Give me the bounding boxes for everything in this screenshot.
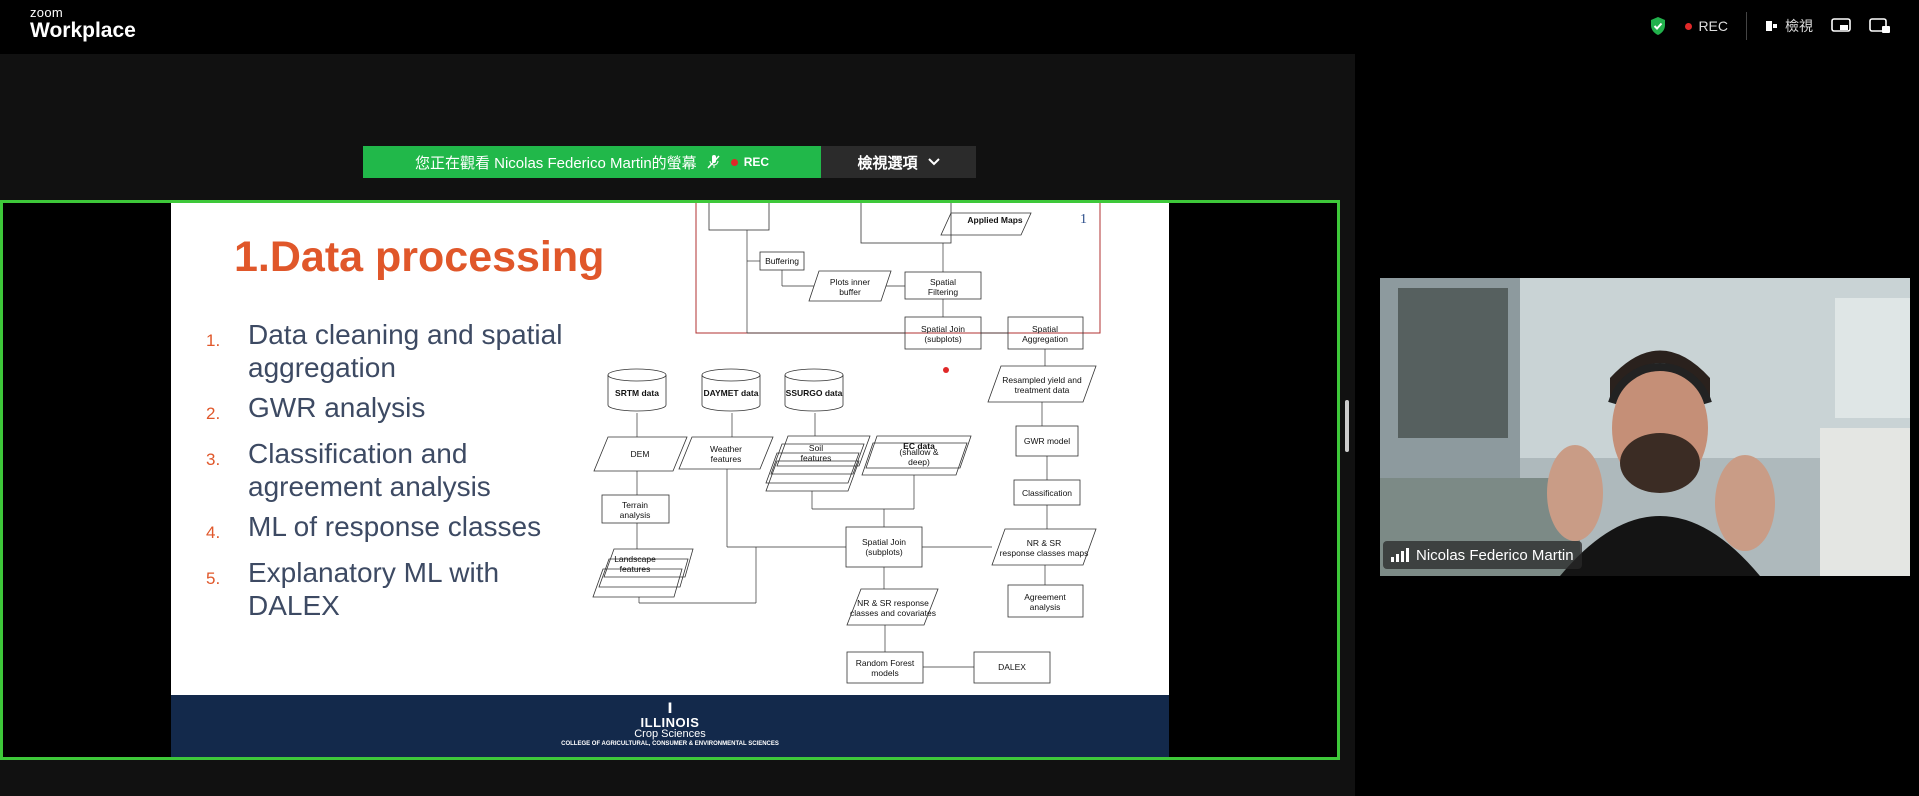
item-text: Classification and agreement analysis	[248, 438, 491, 502]
node-ec-data: EC data	[903, 441, 935, 451]
block-i-icon: Ⅰ	[667, 700, 673, 716]
list-item: 5. Explanatory ML with DALEX	[206, 556, 578, 622]
node-ec-sub: (shallow &deep)	[899, 447, 939, 467]
footer-org: ILLINOIS	[640, 714, 700, 730]
top-controls: REC 檢視	[1649, 12, 1891, 40]
list-item: 2. GWR analysis	[206, 391, 578, 430]
view-options-button[interactable]: 檢視選項	[821, 146, 976, 178]
node-ssurgo: SSURGO data	[786, 388, 843, 398]
item-text: Explanatory ML with DALEX	[248, 557, 500, 621]
banner-rec-label: REC	[743, 155, 770, 169]
screen-share-banner: 您正在觀看 Nicolas Federico Martin的螢幕 REC 檢視選…	[363, 146, 976, 178]
node-applied-maps: Applied Maps	[967, 215, 1023, 225]
rec-dot-icon	[730, 158, 738, 166]
viewing-banner: 您正在觀看 Nicolas Federico Martin的螢幕 REC	[363, 146, 821, 178]
view-icon	[1766, 21, 1777, 31]
participant-video-image	[1380, 278, 1910, 576]
laser-pointer-dot	[943, 367, 949, 373]
logo-top-text: zoom	[30, 5, 63, 20]
muted-mic-icon	[707, 155, 720, 169]
flowchart-diagram: Applied Maps Buffering Plots innerbuffer…	[592, 203, 1101, 684]
participant-video-tile[interactable]: Nicolas Federico Martin	[1380, 278, 1910, 576]
node-spatial-join-top: Spatial Join(subplots)	[921, 324, 965, 344]
signal-strength-icon	[1391, 548, 1409, 562]
banner-rec-indicator: REC	[730, 155, 770, 169]
slide-footer: Ⅰ ILLINOIS Crop Sciences COLLEGE OF AGRI…	[171, 695, 1169, 757]
view-options-label: 檢視選項	[857, 154, 918, 172]
view-button[interactable]: 檢視	[1765, 16, 1813, 36]
node-spatial-join: Spatial Join(subplots)	[862, 537, 906, 557]
item-text: Data cleaning and spatial aggregation	[248, 319, 563, 383]
footer-dept: Crop Sciences	[634, 728, 706, 741]
logo-bottom-text: Workplace	[30, 19, 136, 42]
slide-page-number: 1	[1080, 212, 1087, 227]
shared-screen-frame[interactable]: 1.Data processing 1. Data cleaning and sp…	[0, 200, 1340, 760]
item-number: 3.	[206, 450, 221, 469]
list-item: 3. Classification and agreement analysis	[206, 437, 578, 503]
rec-dot-icon	[1685, 22, 1693, 30]
shared-screen-area: 1.Data processing 1. Data cleaning and sp…	[0, 54, 1355, 796]
split-resize-handle[interactable]	[1345, 400, 1349, 452]
item-text: ML of response classes	[248, 511, 542, 542]
node-dem: DEM	[631, 449, 650, 459]
node-dalex: DALEX	[998, 662, 1026, 672]
item-number: 2.	[206, 404, 221, 423]
recording-indicator[interactable]: REC	[1685, 18, 1728, 34]
chevron-down-icon	[927, 158, 940, 166]
footer-college: COLLEGE OF AGRICULTURAL, CONSUMER & ENVI…	[561, 740, 779, 747]
rec-label: REC	[1698, 18, 1728, 34]
slide-title: 1.Data processing	[234, 233, 605, 281]
view-label: 檢視	[1785, 18, 1813, 34]
presentation-slide: 1.Data processing 1. Data cleaning and sp…	[171, 203, 1169, 757]
top-bar: zoom Workplace REC 檢視	[0, 0, 1919, 54]
divider	[1746, 12, 1747, 40]
node-buffering: Buffering	[765, 256, 799, 266]
viewing-text: 您正在觀看 Nicolas Federico Martin的螢幕	[414, 154, 697, 172]
node-classification: Classification	[1022, 488, 1072, 498]
participant-name-tag: Nicolas Federico Martin	[1383, 541, 1582, 569]
window-mode-icon[interactable]	[1869, 18, 1891, 34]
item-text: GWR analysis	[248, 392, 426, 423]
picture-in-picture-icon[interactable]	[1831, 18, 1851, 34]
shield-check-icon[interactable]	[1649, 16, 1667, 36]
item-number: 5.	[206, 569, 221, 588]
zoom-workplace-logo: zoom Workplace	[30, 6, 136, 41]
list-item: 1. Data cleaning and spatial aggregation	[206, 318, 578, 384]
illinois-logo: Ⅰ ILLINOIS Crop Sciences COLLEGE OF AGRI…	[561, 701, 779, 747]
node-daymet: DAYMET data	[704, 388, 759, 398]
node-srtm: SRTM data	[615, 388, 659, 398]
item-number: 1.	[206, 331, 221, 350]
slide-bullet-list: 1.Data cleaning and spatial aggregation …	[206, 318, 578, 629]
item-number: 4.	[206, 523, 221, 542]
node-gwr-model: GWR model	[1024, 436, 1070, 446]
participant-name: Nicolas Federico Martin	[1416, 546, 1574, 564]
list-item: 4. ML of response classes	[206, 510, 578, 549]
